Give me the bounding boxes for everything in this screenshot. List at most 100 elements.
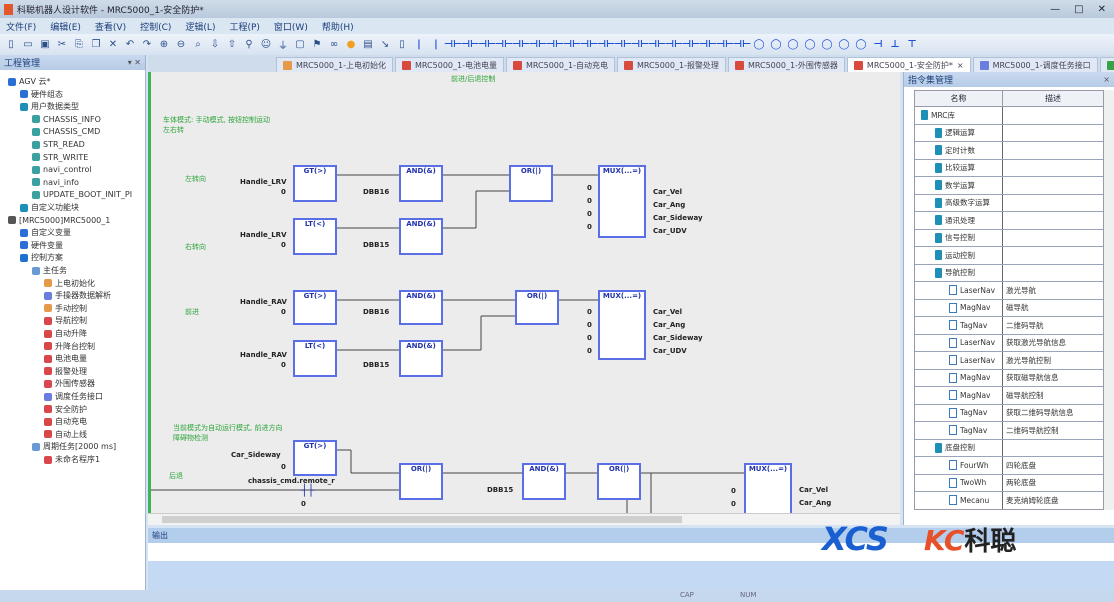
tree-item[interactable]: 主任务 — [32, 264, 67, 277]
menu-item[interactable]: 文件(F) — [6, 22, 37, 33]
ladder-element-icon[interactable]: | — [417, 39, 421, 50]
delete-icon[interactable]: ✕ — [108, 39, 118, 50]
ladder-element-icon[interactable]: ⊣⊢ — [562, 39, 582, 50]
minimize-button[interactable]: — — [1050, 3, 1061, 15]
tree-item[interactable]: 用户数据类型 — [20, 100, 79, 113]
function-icon[interactable]: ⊣ — [873, 39, 883, 50]
ladder-element-icon[interactable]: ⊣⊢ — [647, 39, 667, 50]
function-icon[interactable]: ⊥ — [890, 39, 900, 50]
function-block[interactable]: GT(>) — [293, 165, 337, 202]
ladder-element-icon[interactable]: ⊣⊢ — [494, 39, 514, 50]
function-block[interactable]: AND(&) — [399, 340, 443, 377]
tree-item[interactable]: navi_control — [32, 163, 92, 176]
tab[interactable]: MRC5000_1-安全防护*× — [846, 57, 971, 72]
function-block[interactable]: OR(|) — [399, 463, 443, 500]
ladder-element-icon[interactable]: ⊣⊢ — [681, 39, 701, 50]
ladder-element-icon[interactable]: ⊣⊢ — [630, 39, 650, 50]
close-icon[interactable]: × — [1103, 75, 1110, 84]
function-block[interactable]: AND(&) — [399, 218, 443, 255]
function-icon[interactable]: ⊤ — [907, 39, 917, 50]
ladder-element-icon[interactable]: ⊣⊢ — [732, 39, 752, 50]
zoom-out-icon[interactable]: ⊖ — [176, 39, 186, 50]
tree-item[interactable]: 手动控制 — [44, 302, 87, 315]
menu-item[interactable]: 工程(P) — [229, 22, 260, 33]
tree-item[interactable]: 自定义变量 — [20, 226, 71, 239]
tree-item[interactable]: navi_info — [32, 176, 79, 189]
instruction-row[interactable]: 高级数字运算 — [915, 194, 1103, 212]
tree-item[interactable]: 调度任务接口 — [44, 390, 103, 403]
new-icon[interactable]: ▯ — [8, 39, 14, 50]
tree-item[interactable]: 未命名程序1 — [44, 453, 100, 466]
tab[interactable]: MRC5000_1-上电初始化 — [276, 57, 393, 72]
tree-item[interactable]: 电池电量 — [44, 352, 87, 365]
tree-item[interactable]: STR_WRITE — [32, 151, 88, 164]
column-header-name[interactable]: 名称 — [915, 91, 1003, 106]
tree-item[interactable]: 升降台控制 — [44, 340, 95, 353]
tab[interactable]: MRC5000_1-电池电量 — [394, 57, 504, 72]
ladder-element-icon[interactable]: ⊣⊢ — [545, 39, 565, 50]
upload-icon[interactable]: ⇧ — [227, 39, 237, 50]
wire-icon[interactable]: ↘ — [380, 39, 390, 50]
menu-item[interactable]: 控制(C) — [140, 22, 172, 33]
menu-item[interactable]: 查看(V) — [94, 22, 127, 33]
output-text-area[interactable] — [148, 543, 1114, 561]
ladder-element-icon[interactable]: ⊣⊢ — [477, 39, 497, 50]
instruction-row[interactable]: 定时计数 — [915, 142, 1103, 160]
tree-item[interactable]: 自动上线 — [44, 428, 87, 441]
instruction-row[interactable]: 底盘控制 — [915, 439, 1103, 457]
instruction-row[interactable]: 逻辑运算 — [915, 124, 1103, 142]
tree-item[interactable]: 报警处理 — [44, 365, 87, 378]
tree-item[interactable]: 控制方案 — [20, 251, 63, 264]
cut-icon[interactable]: ✂ — [57, 39, 67, 50]
tree-item[interactable]: AGV 云* — [8, 75, 51, 88]
tree-item[interactable]: UPDATE_BOOT_INIT_PI — [32, 188, 132, 201]
ladder-element-icon[interactable]: ⊣⊢ — [511, 39, 531, 50]
copy-icon[interactable]: ⎘ — [75, 39, 83, 50]
function-icon[interactable]: ◯ — [753, 39, 765, 50]
connect-icon[interactable]: ⚲ — [245, 39, 253, 50]
light-icon[interactable]: ● — [346, 39, 356, 50]
tree-item[interactable]: 自动升降 — [44, 327, 87, 340]
zoom-fit-icon[interactable]: ⌕ — [195, 39, 201, 50]
redo-icon[interactable]: ↷ — [142, 39, 152, 50]
function-block[interactable]: MUX(...=) — [744, 463, 792, 513]
instruction-vertical-scrollbar[interactable] — [1104, 90, 1114, 510]
function-block[interactable]: MUX(...=) — [598, 165, 646, 238]
function-block[interactable]: LT(<) — [293, 218, 337, 255]
function-block[interactable]: LT(<) — [293, 340, 337, 377]
tree-item[interactable]: 手操器数据解析 — [44, 289, 111, 302]
instruction-row[interactable]: SingleS单舵轮底盘 — [915, 510, 1103, 511]
tree-item[interactable]: [MRC5000]MRC5000_1 — [8, 214, 110, 227]
function-icon[interactable]: ◯ — [787, 39, 799, 50]
function-block[interactable]: AND(&) — [399, 165, 443, 202]
instruction-row[interactable]: 数学运算 — [915, 177, 1103, 195]
instruction-row[interactable]: MRC库 — [915, 107, 1103, 125]
menu-item[interactable]: 窗口(W) — [273, 22, 308, 33]
tree-item[interactable]: 导航控制 — [44, 314, 87, 327]
tree-item[interactable]: 硬件变量 — [20, 239, 63, 252]
tree-item[interactable]: CHASSIS_CMD — [32, 125, 100, 138]
ladder-element-icon[interactable]: ⊣⊢ — [698, 39, 718, 50]
function-icon[interactable]: ◯ — [838, 39, 850, 50]
save-icon[interactable]: ▣ — [40, 39, 50, 50]
ladder-element-icon[interactable]: ⊣⊢ — [664, 39, 684, 50]
function-icon[interactable]: ◯ — [770, 39, 782, 50]
ladder-element-icon[interactable]: ⊣⊢ — [579, 39, 599, 50]
function-block[interactable]: OR(|) — [597, 463, 641, 500]
function-block[interactable]: AND(&) — [399, 290, 443, 325]
zoom-in-icon[interactable]: ⊕ — [159, 39, 169, 50]
download-icon[interactable]: ⇩ — [210, 39, 220, 50]
function-block[interactable]: OR(|) — [509, 165, 553, 202]
canvas-horizontal-scrollbar[interactable] — [148, 513, 900, 525]
instruction-row[interactable]: 信号控制 — [915, 229, 1103, 247]
menu-item[interactable]: 逻辑(L) — [185, 22, 216, 33]
function-block[interactable]: OR(|) — [515, 290, 559, 325]
function-block[interactable]: MUX(...=) — [598, 290, 646, 360]
